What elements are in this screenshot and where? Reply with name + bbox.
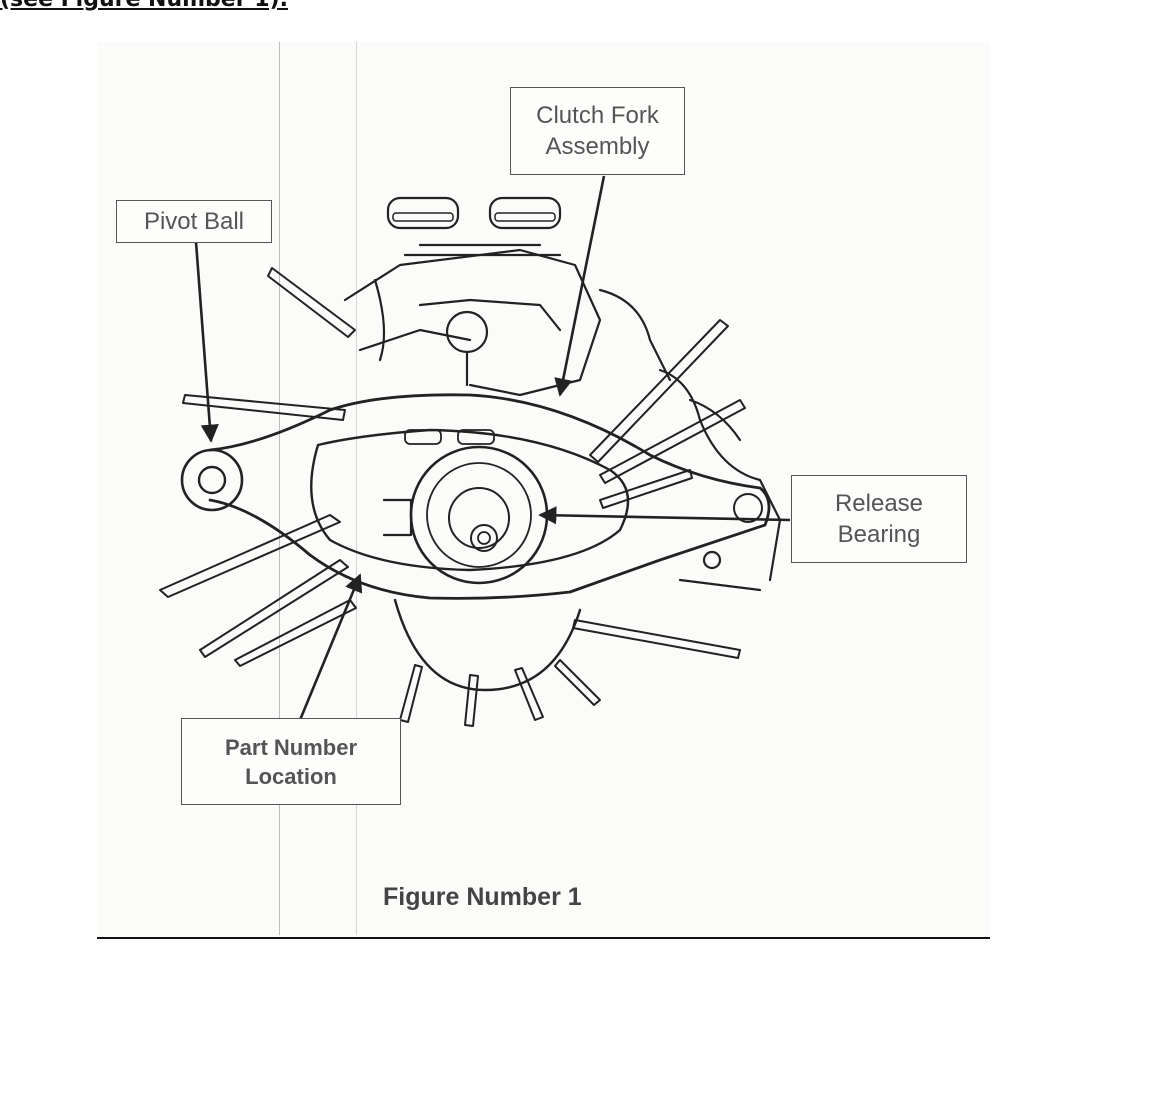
callout-clutch-fork-line2: Assembly [545,133,650,160]
callout-pivot-ball-line1: Pivot Ball [143,208,245,235]
callout-release-bearing-line1: Release [834,490,924,517]
bottom-rule [97,937,990,939]
figure-caption: Figure Number 1 [383,883,582,911]
clutch-fork-body [208,393,771,600]
leader-arrows [194,175,791,721]
callout-part-number-location: Part Number Location [181,718,401,805]
clutch-disc-lower [393,598,582,692]
section-heading: (see Figure Number 1). [0,0,288,12]
callout-clutch-fork-assembly: Clutch Fork Assembly [510,87,685,175]
fork-end-eye [733,493,763,523]
pressure-plate-spikes [159,267,746,727]
pivot-ball-eye [180,448,244,512]
scan-line-right [356,42,357,935]
callout-part-number-line1: Part Number [224,734,358,760]
clutch-fork-illustration [159,175,791,727]
scan-line-left [279,42,280,935]
right-housing-detail [658,368,782,592]
callout-clutch-fork-line1: Clutch Fork [536,102,659,129]
release-bearing-drawing [382,429,549,585]
callout-release-bearing-line2: Bearing [837,521,921,548]
callout-part-number-line2: Location [245,763,337,789]
callout-release-bearing: Release Bearing [791,475,967,563]
transmission-housing [343,196,672,397]
callout-pivot-ball: Pivot Ball [116,200,272,243]
